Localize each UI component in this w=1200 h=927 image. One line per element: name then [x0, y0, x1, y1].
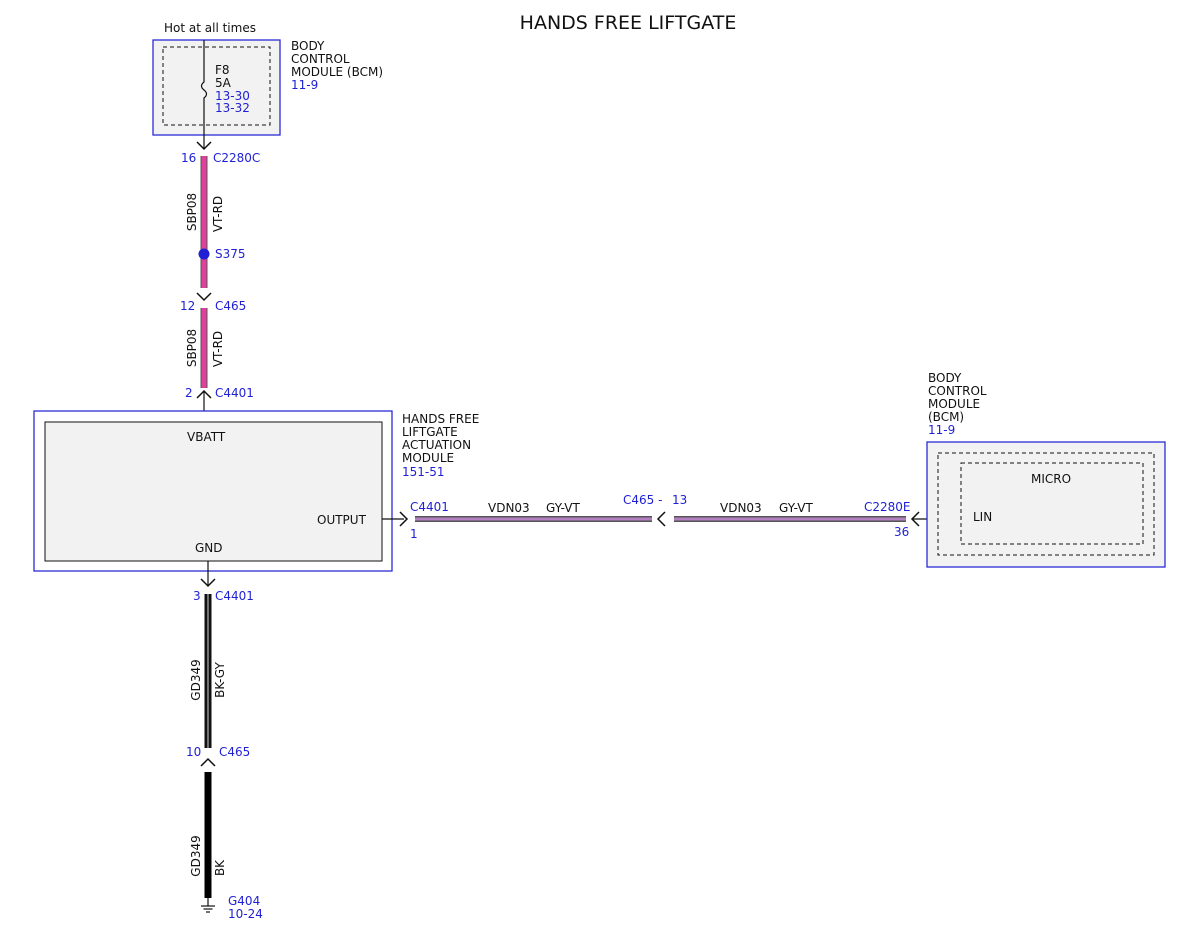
c2280e-name: C2280E	[864, 500, 911, 514]
c4401-gnd-name: C4401	[215, 589, 254, 603]
c465-top-pin: 12	[180, 299, 195, 313]
wire-upper-circuit: SBP08	[185, 193, 199, 231]
bcm-fuse-module: Hot at all times F8 5A 13-30 13-32 BODY …	[152, 21, 383, 148]
c2280e-pin: 36	[894, 525, 909, 539]
hfam-pin-vbatt: VBATT	[187, 430, 226, 444]
wire-lin-right-color: GY-VT	[779, 501, 813, 515]
c4401-out-connector-icon	[399, 511, 409, 527]
wire-lower-circuit: SBP08	[185, 329, 199, 367]
lin-pin-label: LIN	[973, 510, 992, 524]
ground-circuit: 3 C4401 GD349 BK-GY 10 C465 GD349 BK G40…	[186, 561, 263, 921]
vbatt-circuit: 16 C2280C SBP08 VT-RD S375 12 C465 SBP08…	[180, 141, 260, 422]
wire-gnd-lower-circuit: GD349	[189, 835, 203, 876]
bcm-right-name-4: (BCM)	[928, 410, 964, 424]
c4401-top-name: C4401	[215, 386, 254, 400]
wire-gnd-upper-circuit: GD349	[189, 659, 203, 700]
supply-label: Hot at all times	[164, 21, 256, 35]
bcm-right-outer-dashed	[937, 452, 1155, 556]
c4401-gnd-connector-icon	[200, 578, 216, 588]
fuse-ref-2: 13-32	[215, 101, 250, 115]
bcm-right-name-2: CONTROL	[928, 384, 987, 398]
hfam-pin-output: OUTPUT	[317, 513, 367, 527]
bcm-right-name-3: MODULE	[928, 397, 980, 411]
fuse-symbol	[200, 40, 208, 148]
bcm-top-inner-box	[162, 46, 271, 126]
bcm-top-name-1: BODY	[291, 39, 325, 53]
hfam-name-4: MODULE	[402, 451, 454, 465]
hfam-name-3: ACTUATION	[402, 438, 471, 452]
hfam-name-2: LIFTGATE	[402, 425, 458, 439]
micro-dashed-box	[960, 462, 1144, 545]
bcm-top-box	[152, 39, 281, 136]
splice-name: S375	[215, 247, 246, 261]
c4401-out-name: C4401	[410, 500, 449, 514]
c465-top-name: C465	[215, 299, 246, 313]
c465-mid-name: C465 -	[623, 493, 662, 507]
bcm-top-name-3: MODULE (BCM)	[291, 65, 383, 79]
wire-gnd-lower-color: BK	[213, 859, 227, 876]
c465-mid-connector-icon	[656, 511, 666, 527]
c2280c-connector-icon	[196, 141, 212, 151]
c2280c-pin: 16	[181, 151, 196, 165]
c465-gnd-pin: 10	[186, 745, 201, 759]
wire-gnd-upper-color: BK-GY	[213, 662, 227, 698]
fuse-rating: 5A	[215, 76, 232, 90]
fuse-ref-1: 13-30	[215, 89, 250, 103]
lin-circuit: C4401 1 VDN03 GY-VT C465 - 13 VDN03 GY-V…	[382, 493, 961, 541]
wire-lin-left-color: GY-VT	[546, 501, 580, 515]
bcm-top-ref: 11-9	[291, 78, 318, 92]
bcm-right-box	[926, 441, 1166, 568]
wire-lin-right-circuit: VDN03	[720, 501, 762, 515]
hfam-name-1: HANDS FREE	[402, 412, 479, 426]
c465-gnd-connector-icon	[200, 757, 216, 767]
wire-upper-color: VT-RD	[211, 196, 225, 232]
wire-lin-left-circuit: VDN03	[488, 501, 530, 515]
splice-dot-icon	[198, 248, 210, 260]
hfam-pin-gnd: GND	[195, 541, 223, 555]
fuse-name: F8	[215, 63, 230, 77]
micro-label: MICRO	[1031, 472, 1071, 486]
bcm-micro-module: BODY CONTROL MODULE (BCM) 11-9 MICRO LIN	[926, 371, 1166, 568]
c465-mid-pin: 13	[672, 493, 687, 507]
hfam-module: VBATT OUTPUT GND HANDS FREE LIFTGATE ACT…	[33, 410, 479, 572]
wire-lower-color: VT-RD	[211, 331, 225, 367]
c4401-top-pin: 2	[185, 386, 193, 400]
c465-gnd-name: C465	[219, 745, 250, 759]
ground-icon	[201, 898, 215, 913]
diagram-title: HANDS FREE LIFTGATE	[520, 12, 737, 34]
ground-ref: 10-24	[228, 907, 263, 921]
hfam-ref: 151-51	[402, 465, 445, 479]
c4401-top-connector-icon	[196, 389, 212, 399]
c2280c-name: C2280C	[213, 151, 260, 165]
c4401-gnd-pin: 3	[193, 589, 201, 603]
hfam-inner-box	[44, 421, 383, 562]
c465-top-connector-icon	[196, 292, 212, 302]
bcm-right-name-1: BODY	[928, 371, 962, 385]
bcm-top-name-2: CONTROL	[291, 52, 350, 66]
ground-name: G404	[228, 894, 260, 908]
c2280e-connector-icon	[910, 511, 920, 527]
bcm-right-ref: 11-9	[928, 423, 955, 437]
c4401-out-pin: 1	[410, 527, 418, 541]
